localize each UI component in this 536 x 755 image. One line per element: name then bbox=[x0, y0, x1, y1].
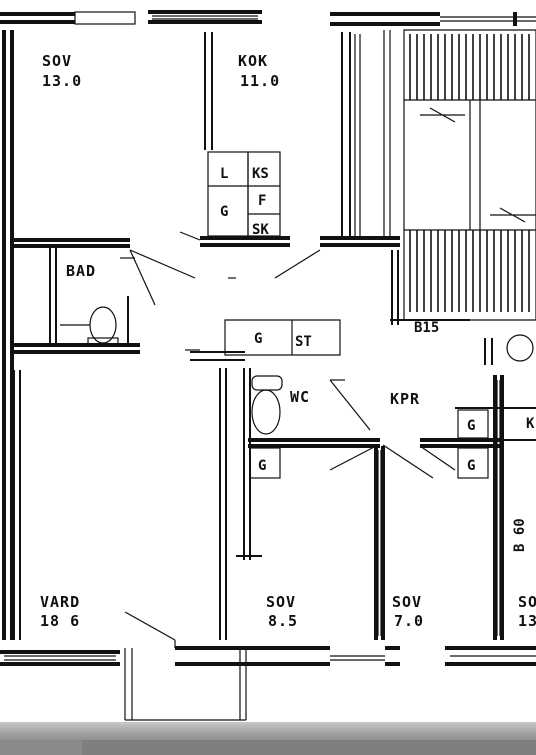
room-name-sov-2: SOV bbox=[266, 593, 296, 611]
room-name-sov-4: SO bbox=[518, 593, 536, 611]
bottom-bar-segment bbox=[82, 740, 536, 755]
fixture-g-kitchen: G bbox=[220, 204, 228, 220]
fixture-g-right-bottom: G bbox=[467, 458, 475, 474]
room-area-sov-1: 13.0 bbox=[42, 72, 82, 90]
room-name-kpr: KPR bbox=[390, 390, 420, 408]
outer-walls bbox=[0, 10, 536, 666]
room-name-kok: KOK bbox=[238, 52, 268, 70]
fixture-g-hall: G bbox=[254, 331, 262, 347]
room-area-vard: 18 6 bbox=[40, 612, 80, 630]
fixture-g-right-top: G bbox=[467, 418, 475, 434]
room-name-sov-1: SOV bbox=[42, 52, 72, 70]
fixture-sk: SK bbox=[252, 222, 269, 238]
fixture-st: ST bbox=[295, 334, 312, 350]
room-name-vard: VARD bbox=[40, 593, 80, 611]
bottom-bar-segment bbox=[0, 740, 83, 755]
floor-plan: SOV 13.0 KOK 11.0 BAD WC KPR VARD 18 6 S… bbox=[0, 10, 536, 721]
room-area-sov-3: 7.0 bbox=[394, 612, 424, 630]
fixture-ks: KS bbox=[252, 166, 269, 182]
fixtures-drawing bbox=[60, 151, 489, 721]
room-name-bad: BAD bbox=[66, 262, 96, 280]
balcony-hatching bbox=[391, 29, 536, 362]
room-area-kok: 11.0 bbox=[240, 72, 280, 90]
room-area-sov-2: 8.5 bbox=[268, 612, 298, 630]
fixture-b15: B15 bbox=[414, 320, 439, 336]
interior-walls bbox=[12, 30, 536, 640]
doors bbox=[120, 231, 456, 648]
room-name-wc: WC bbox=[290, 388, 310, 406]
room-name-sov-3: SOV bbox=[392, 593, 422, 611]
fixture-f: F bbox=[258, 193, 266, 209]
room-area-sov-4: 13 bbox=[518, 612, 536, 630]
fixture-l: L bbox=[220, 166, 228, 182]
viewer-bottom-bar bbox=[0, 722, 536, 755]
fixture-k-edge: K bbox=[526, 416, 535, 432]
fixture-g-wc: G bbox=[258, 458, 266, 474]
fixture-b60: B 60 bbox=[512, 518, 528, 552]
